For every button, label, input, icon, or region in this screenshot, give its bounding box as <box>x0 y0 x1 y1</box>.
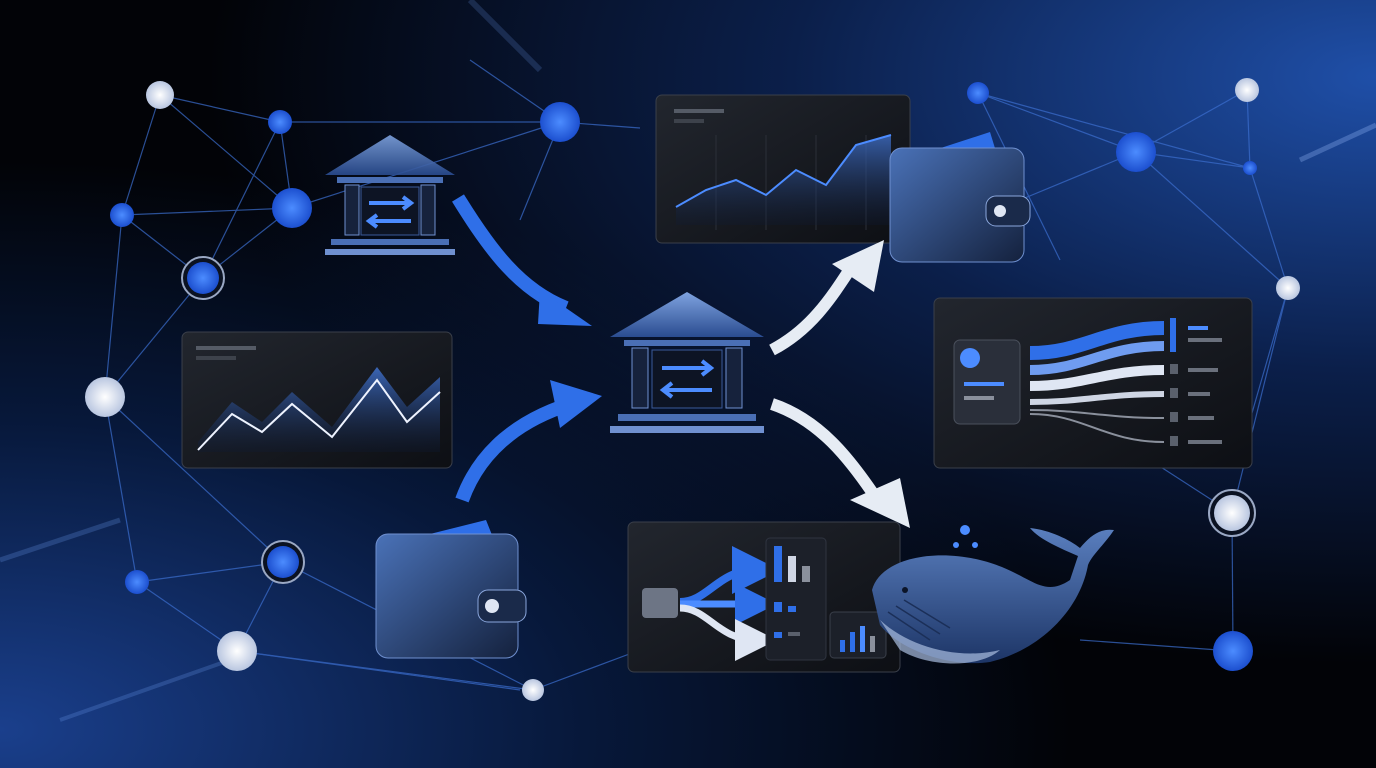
network-link <box>977 92 1251 169</box>
network-link <box>202 121 281 279</box>
flow-arrows <box>452 194 910 528</box>
network-node <box>522 679 544 701</box>
network-link <box>1249 167 1289 289</box>
network-node <box>1243 161 1257 175</box>
network-node <box>268 110 292 134</box>
network-link <box>104 277 204 398</box>
network-link <box>236 650 521 691</box>
network-nodes <box>85 78 1300 701</box>
flow-arrow <box>455 397 573 503</box>
network-link <box>104 214 123 398</box>
light-streaks <box>0 0 1376 722</box>
network-node <box>540 102 580 142</box>
network-link <box>1019 151 1137 201</box>
network-link <box>1231 287 1289 514</box>
network-node <box>217 631 257 671</box>
wallet-icon-right <box>889 132 1031 263</box>
flow-arrow <box>452 194 569 315</box>
line-chart-panel-left <box>181 331 453 469</box>
network-link <box>1246 89 1251 169</box>
line-chart-panel-top <box>655 94 911 244</box>
network-link <box>136 561 284 583</box>
bank-icon <box>325 135 455 255</box>
network-link <box>1249 287 1289 421</box>
network-node <box>1214 495 1250 531</box>
network-link <box>121 207 293 216</box>
bank-icon-central <box>610 292 764 433</box>
network-node <box>1116 132 1156 172</box>
network-node <box>272 188 312 228</box>
sankey-panel <box>933 297 1253 469</box>
wallet-icon-left <box>375 520 527 659</box>
whale-icon <box>872 525 1114 664</box>
network-node <box>1235 78 1259 102</box>
network-link <box>1079 639 1234 652</box>
network-node <box>187 262 219 294</box>
network-node <box>1213 631 1253 671</box>
network-node <box>1276 276 1300 300</box>
flow-arrow <box>769 262 858 356</box>
network-node <box>125 570 149 594</box>
network-link <box>136 581 238 652</box>
network-node <box>146 81 174 109</box>
network-link <box>121 94 161 216</box>
network-link <box>104 396 284 563</box>
network-link <box>532 649 641 691</box>
network-link <box>1135 151 1289 289</box>
network-link <box>159 94 281 123</box>
network-node <box>85 377 125 417</box>
network-node <box>110 203 134 227</box>
network-node <box>967 82 989 104</box>
network-node <box>267 546 299 578</box>
flow-arrow <box>769 398 877 496</box>
network-link <box>977 92 1137 153</box>
network-link <box>159 94 293 209</box>
flow-chart-panel <box>627 521 901 673</box>
network-link <box>104 396 138 583</box>
